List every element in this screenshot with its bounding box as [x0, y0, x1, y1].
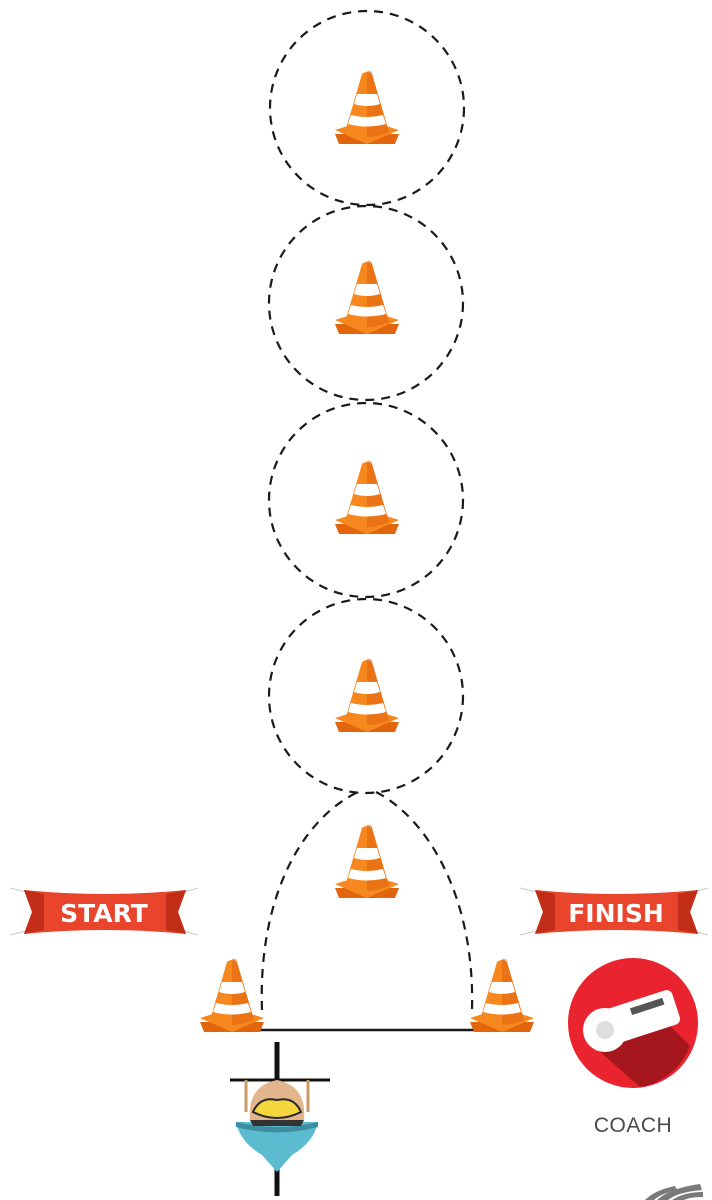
exit-path — [376, 792, 472, 1010]
slalom-cone-3 — [335, 461, 399, 534]
finish-label: FINISH — [568, 899, 664, 928]
slalom-cone-1 — [335, 71, 399, 144]
feather-logo-icon — [645, 1184, 703, 1200]
slalom-cone-4 — [335, 659, 399, 732]
start-label: START — [60, 899, 148, 928]
finish-gate-cone — [470, 959, 534, 1032]
kayaker-icon — [230, 1042, 330, 1196]
finish-banner: FINISH — [520, 888, 708, 935]
slalom-cone-2 — [335, 261, 399, 334]
start-gate-cone — [200, 959, 264, 1032]
start-banner: START — [10, 888, 198, 935]
coach-label: COACH — [583, 1114, 683, 1138]
entry-path — [262, 792, 358, 1010]
slalom-cone-5 — [335, 825, 399, 898]
whistle-icon — [568, 958, 698, 1088]
